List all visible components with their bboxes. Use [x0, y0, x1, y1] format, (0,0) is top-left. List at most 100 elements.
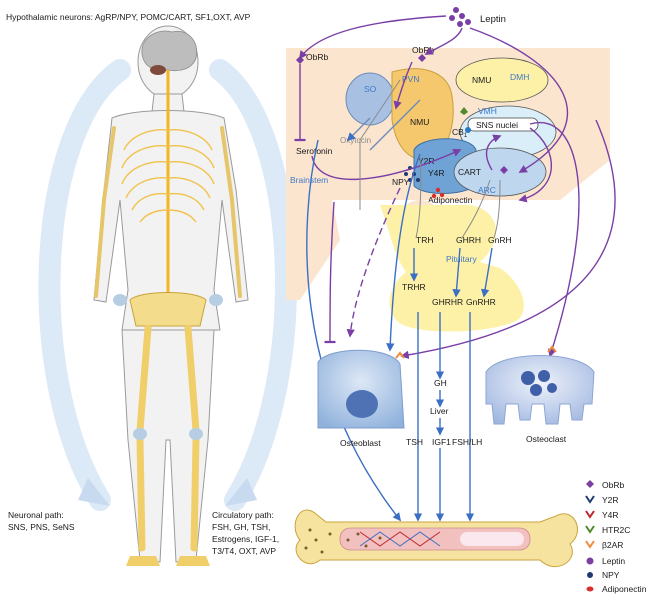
- oxytocin-label: Oxytocin: [340, 136, 371, 145]
- beta2ar-receptor-marker: [547, 345, 557, 353]
- beta2ar-receptor-marker-osteoblast: [395, 351, 405, 359]
- vmh-label: VMH: [478, 106, 497, 116]
- arm-bones: [94, 126, 242, 298]
- legend-item-y2r: Y2R: [585, 495, 619, 505]
- ghrh-label: GHRH: [456, 235, 481, 245]
- body-panel: Hypothalamic neurons: AgRP/NPY, POMC/CAR…: [6, 12, 297, 566]
- htr2c-receptor-icon: [585, 525, 595, 534]
- legend-label-npy: NPY: [602, 570, 620, 580]
- long-bone-icon: [294, 509, 578, 568]
- sns-nuclei-label: SNS nuclei: [476, 120, 518, 130]
- pvn-label: PVN: [402, 74, 419, 84]
- npy-label: NPY: [392, 177, 410, 187]
- tsh-label: TSH: [406, 437, 423, 447]
- gnrhr-label: GnRHR: [466, 297, 496, 307]
- periphery: Osteoblast Osteoclast GH Liver TSH IGF1 …: [294, 345, 595, 568]
- trhr-label: TRHR: [402, 282, 426, 292]
- htr2c-receptor-marker: [460, 107, 468, 115]
- circulatory-path-line-2: Estrogens, IGF-1,: [212, 534, 279, 544]
- hypothalamic-neurons-label: Hypothalamic neurons: AgRP/NPY, POMC/CAR…: [6, 12, 251, 22]
- circulatory-path-title: Circulatory path:: [212, 510, 274, 520]
- obrb-receptor-icon: [586, 480, 594, 488]
- so-label: SO: [364, 84, 377, 94]
- circulatory-arrowhead: [225, 478, 257, 506]
- circulatory-path-arc: [209, 59, 297, 511]
- legend: ObRb Y2R Y4R HTR2C β2AR Leptin NPY Adip: [585, 480, 647, 594]
- brain-panel: Brainstem SO PVN NMU NMU DMH VMH SNS nuc…: [286, 7, 616, 522]
- gray-connectors: [359, 79, 501, 239]
- right-foot-bones: [176, 556, 210, 566]
- dmh-nucleus: [455, 57, 549, 103]
- y2r-label: Y2R: [418, 156, 435, 166]
- osteoclast-label: Osteoclast: [526, 434, 567, 444]
- leg-bones: [136, 324, 200, 552]
- osteoclast-nuclei: [521, 370, 557, 396]
- dmh-label: DMH: [510, 72, 529, 82]
- legend-item-adiponectin: Adiponectin: [586, 584, 647, 594]
- left-hip-joint: [113, 294, 127, 306]
- left-foot-bones: [126, 556, 160, 566]
- osteoblast-nucleus: [346, 390, 378, 418]
- legend-item-htr2c: HTR2C: [585, 525, 630, 535]
- right-hip-joint: [209, 294, 223, 306]
- legend-label-beta2ar: β2AR: [602, 540, 623, 550]
- left-knee-joint: [133, 428, 147, 440]
- y4r-receptor-icon: [585, 510, 595, 519]
- fsh-lh-label: FSH/LH: [452, 437, 482, 447]
- osteoblast-label: Osteoblast: [340, 438, 381, 448]
- cb1-label: CB1: [452, 127, 468, 139]
- neuronal-arrowhead: [78, 478, 110, 506]
- liver-label: Liver: [430, 406, 449, 416]
- leptin-arrows: [294, 15, 616, 360]
- legend-label-y4r: Y4R: [602, 510, 619, 520]
- leptin-source-icon: [449, 7, 471, 27]
- cart-label: CART: [458, 167, 481, 177]
- legend-item-npy: NPY: [587, 570, 620, 580]
- osteoblast-cell: [317, 349, 405, 429]
- legend-item-obrb: ObRb: [586, 480, 624, 490]
- beta2ar-receptor-icon: [585, 540, 595, 549]
- trh-label: TRH: [416, 235, 433, 245]
- nmu-dmh-label: NMU: [472, 75, 491, 85]
- neuronal-path-text: SNS, PNS, SeNS: [8, 522, 75, 532]
- brainstem-label: Brainstem: [290, 175, 328, 185]
- adiponectin-dot-icon: [586, 586, 594, 592]
- leptin-dot-icon: [586, 557, 594, 565]
- obrb-top-label: ObRb: [412, 45, 434, 55]
- pvn-nucleus: [391, 68, 454, 161]
- cb1-receptor-icon: [465, 127, 471, 133]
- gnrh-label: GnRH: [488, 235, 512, 245]
- y2r-receptor-icon: [585, 495, 595, 504]
- igf1-label: IGF1: [432, 437, 451, 447]
- hypothalamus-icon: [150, 65, 166, 75]
- circulatory-path-line-1: FSH, GH, TSH,: [212, 522, 270, 532]
- npy-dot-icon: [587, 572, 593, 578]
- neuronal-path-title: Neuronal path:: [8, 510, 64, 520]
- legend-label-leptin: Leptin: [602, 556, 625, 566]
- adiponectin-label: Adiponectin: [428, 195, 473, 205]
- obrb-receptor-top: [418, 54, 426, 62]
- nerves-and-ribs: [121, 129, 215, 223]
- gh-label: GH: [434, 378, 447, 388]
- legend-label-y2r: Y2R: [602, 495, 619, 505]
- brain-icon: [141, 30, 198, 72]
- circulatory-path-line-3: T3/T4, OXT, AVP: [212, 546, 276, 556]
- obrb-receptor-arc: [500, 166, 508, 174]
- endocrine-arrows: [306, 99, 493, 522]
- legend-label-obrb: ObRb: [602, 480, 624, 490]
- legend-item-leptin: Leptin: [586, 556, 625, 566]
- legend-item-y4r: Y4R: [585, 510, 619, 520]
- right-knee-joint: [189, 428, 203, 440]
- neuronal-path-arc: [38, 59, 131, 511]
- adiponectin-dots: [431, 187, 445, 199]
- nmu-pvn-label: NMU: [410, 117, 429, 127]
- legend-item-beta2ar: β2AR: [585, 540, 623, 550]
- y4r-label: Y4R: [428, 168, 445, 178]
- obrb-left-label: ObRb: [306, 52, 328, 62]
- sns-nuclei-box: [467, 117, 539, 132]
- serotonin-label: Serotonin: [296, 146, 333, 156]
- legend-label-htr2c: HTR2C: [602, 525, 630, 535]
- ghrhr-label: GHRHR: [432, 297, 463, 307]
- pituitary-label: Pituitary: [446, 254, 477, 264]
